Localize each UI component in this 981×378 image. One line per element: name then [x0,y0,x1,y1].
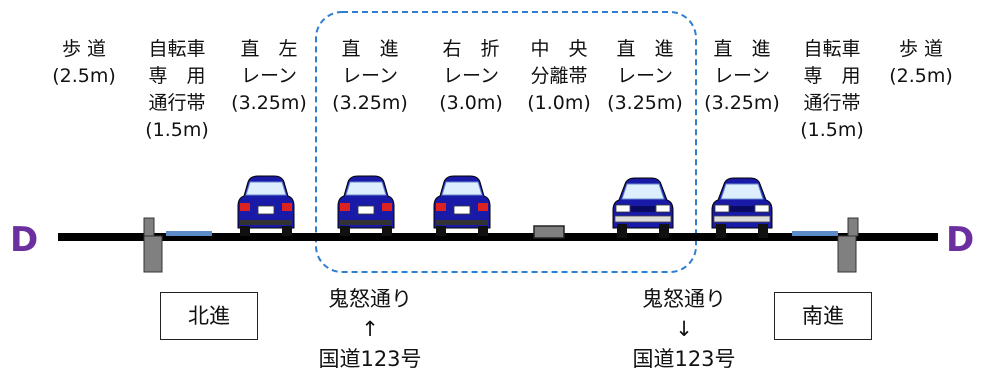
lane-label-line: (3.25m) [332,92,408,114]
median-block [533,225,565,239]
car-front-1 [612,177,674,239]
direction-box-south: 南進 [774,292,872,340]
lane-label-line: レーン [240,65,298,87]
lane-label-line: レーン [341,65,399,87]
lane-label-line: 歩 道 [61,38,107,60]
bike-lane-marking-left [166,231,212,236]
route-label-left: 鬼怒通り ↑ 国道123号 [300,284,440,374]
lane-label-line: (3.0m) [439,92,503,114]
lane-label-line: (1.5m) [145,119,209,141]
lane-label-bike-right: 自転車 専 用 通行帯 (1.5m) [786,36,878,144]
route-label-right: 鬼怒通り ↓ 国道123号 [614,284,754,374]
lane-label-line: 直 進 [616,38,674,60]
end-marker-left: D [10,220,39,260]
lane-label-line: 直 左 [240,38,298,60]
route-road: 国道123号 [632,347,736,371]
lane-label-median: 中 央 分離帯 (1.0m) [518,36,600,117]
lane-label-straight-3: 直 進 レーン (3.25m) [694,36,790,117]
lane-label-line: 中 央 [530,38,588,60]
lane-label-line: (3.25m) [607,92,683,114]
lane-label-line: (2.5m) [52,65,116,87]
lane-label-line: 通行帯 [148,92,206,114]
lane-label-line: 右 折 [442,38,500,60]
lane-label-sidewalk-left: 歩 道 (2.5m) [38,36,130,90]
lane-label-bike-left: 自転車 専 用 通行帯 (1.5m) [130,36,224,144]
route-road: 国道123号 [318,347,422,371]
highlight-frame [315,11,697,273]
lane-label-line: (2.5m) [889,65,953,87]
end-marker-right: D [946,220,975,260]
route-arrow: ↑ [361,317,379,341]
lane-label-straight-2: 直 進 レーン (3.25m) [596,36,694,117]
lane-label-line: 直 進 [341,38,399,60]
lane-label-line: 専 用 [803,65,861,87]
lane-label-straight-left: 直 左 レーン (3.25m) [222,36,316,117]
road-surface [58,233,938,241]
lane-label-line: 分離帯 [530,65,588,87]
car-front-2 [711,177,773,239]
route-arrow: ↓ [675,317,693,341]
lane-label-straight-1: 直 進 レーン (3.25m) [318,36,422,117]
lane-label-line: 専 用 [148,65,206,87]
bike-lane-marking-right [792,231,838,236]
direction-box-north: 北進 [160,292,258,340]
lane-label-line: (3.25m) [704,92,780,114]
car-rear-3 [433,175,491,237]
route-name: 鬼怒通り [642,287,726,311]
lane-label-line: レーン [442,65,500,87]
lane-label-sidewalk-right: 歩 道 (2.5m) [876,36,966,90]
lane-label-line: 歩 道 [898,38,944,60]
route-name: 鬼怒通り [328,287,412,311]
car-rear-2 [337,175,395,237]
car-rear-1 [237,175,295,237]
lane-label-line: レーン [616,65,674,87]
lane-label-line: レーン [713,65,771,87]
pole-left [143,217,163,273]
lane-label-line: 自転車 [148,38,206,60]
lane-label-line: 通行帯 [803,92,861,114]
lane-label-right-turn: 右 折 レーン (3.0m) [422,36,520,117]
pole-right [837,217,859,273]
lane-label-line: 自転車 [803,38,861,60]
lane-label-line: (1.5m) [800,119,864,141]
lane-label-line: (1.0m) [527,92,591,114]
lane-label-line: 直 進 [713,38,771,60]
lane-label-line: (3.25m) [231,92,307,114]
